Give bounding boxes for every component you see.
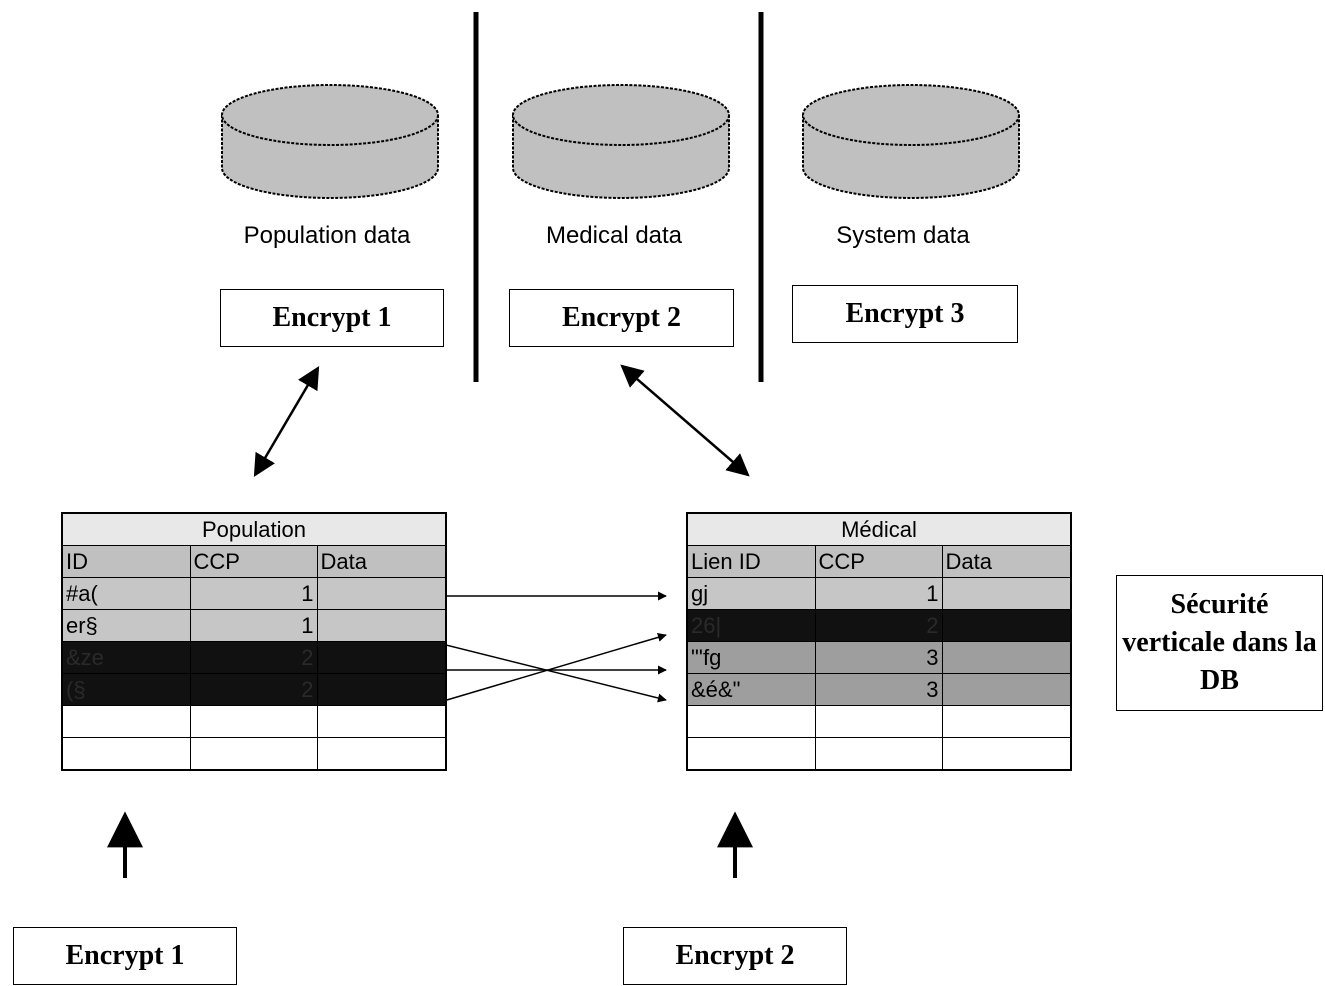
table-header-row: ID CCP Data [61,545,447,578]
double-arrow-encrypt2-medical [620,364,750,477]
medical-table: Médical Lien ID CCP Data gj 1 26| 2 "'fg… [686,512,1072,771]
table-row: "'fg 3 [686,641,1072,674]
data-cell [941,577,1072,610]
empty-cell [189,705,318,738]
data-cell [316,641,447,674]
table-row: (§ 2 [61,673,447,706]
table-row [686,705,1072,738]
id-cell: gj [686,577,816,610]
medical-table-title: Médical [686,512,1072,546]
table-row: 26| 2 [686,609,1072,642]
data-cell [941,609,1072,642]
encrypt-2-bottom-box: Encrypt 2 [623,927,847,985]
empty-cell [316,737,447,771]
id-cell: &é&" [686,673,816,706]
system-db-cylinder-icon [802,84,1020,199]
data-cell [316,673,447,706]
ccp-cell: 1 [814,577,943,610]
table-row: er§ 1 [61,609,447,642]
population-table: Population ID CCP Data #a( 1 er§ 1 &ze 2… [61,512,447,771]
table-title-row: Médical [686,512,1072,546]
system-data-label: System data [836,222,970,249]
medical-db-cylinder-icon [512,84,730,199]
encrypt-3-top-box: Encrypt 3 [792,285,1018,343]
data-cell [941,641,1072,674]
table-row: &ze 2 [61,641,447,674]
ccp-cell: 3 [814,673,943,706]
population-data-label: Population data [243,222,411,249]
ccp-cell: 2 [189,673,318,706]
column-header: Lien ID [686,545,816,578]
encrypt-1-top-box: Encrypt 1 [220,289,444,347]
data-cell [941,673,1072,706]
ccp-cell: 2 [814,609,943,642]
empty-cell [316,705,447,738]
column-header: CCP [189,545,318,578]
population-db-cylinder-icon [221,84,439,199]
empty-cell [941,705,1072,738]
data-cell [316,577,447,610]
data-cell [316,609,447,642]
empty-cell [814,737,943,771]
id-cell: #a( [61,577,191,610]
encrypt-2-top-box: Encrypt 2 [509,289,734,347]
table-row [61,705,447,738]
medical-data-label: Medical data [545,222,683,249]
id-cell: 26| [686,609,816,642]
column-header: Data [941,545,1072,578]
column-header: ID [61,545,191,578]
table-header-row: Lien ID CCP Data [686,545,1072,578]
id-cell: "'fg [686,641,816,674]
empty-cell [941,737,1072,771]
id-cell: er§ [61,609,191,642]
table-title-row: Population [61,512,447,546]
table-row: gj 1 [686,577,1072,610]
column-header: Data [316,545,447,578]
double-arrow-encrypt1-population [253,366,320,477]
id-cell: (§ [61,673,191,706]
population-table-title: Population [61,512,447,546]
empty-cell [61,705,191,738]
ccp-cell: 3 [814,641,943,674]
column-header: CCP [814,545,943,578]
encrypt-1-bottom-box: Encrypt 1 [13,927,237,985]
ccp-cell: 1 [189,577,318,610]
id-cell: &ze [61,641,191,674]
empty-cell [189,737,318,771]
ccp-cell: 2 [189,641,318,674]
table-row [686,737,1072,771]
empty-cell [61,737,191,771]
table-row: &é&" 3 [686,673,1072,706]
empty-cell [814,705,943,738]
table-row: #a( 1 [61,577,447,610]
table-row [61,737,447,771]
empty-cell [686,737,816,771]
mapping-arrow-row4 [429,632,667,706]
ccp-cell: 1 [189,609,318,642]
vertical-security-note: Sécurité verticale dans la DB [1116,575,1323,711]
empty-cell [686,705,816,738]
